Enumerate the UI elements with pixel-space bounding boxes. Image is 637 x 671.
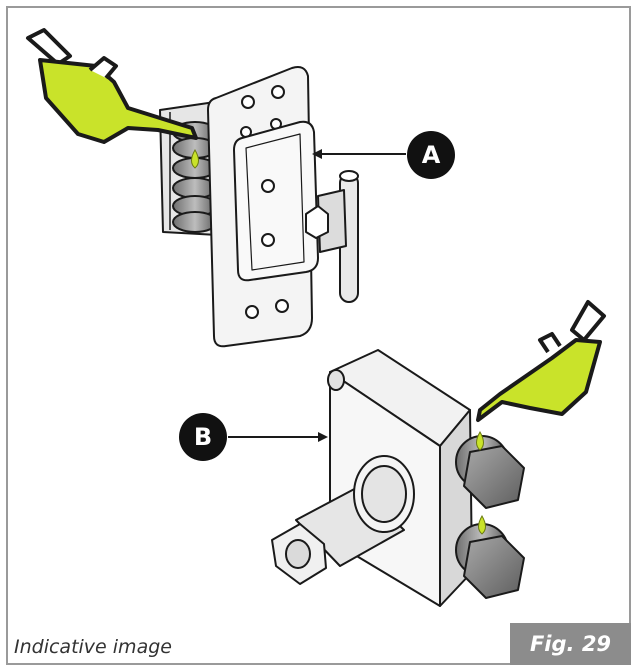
bracket-assembly-b [271,349,525,607]
callout-b-pointer [228,432,328,442]
oil-drop-icon [191,149,199,169]
callout-b: B [179,413,227,461]
oil-can-icon [26,28,198,144]
figure-label: Fig. 29 [529,632,612,656]
callout-b-label: B [194,423,212,451]
callout-a-pointer [312,149,406,159]
caption: Indicative image [14,636,172,658]
callout-a-label: A [422,141,441,169]
hinge-assembly-a [159,66,359,348]
figure-tag-background [510,623,631,665]
oil-drop-icon [478,515,486,535]
callout-a: A [407,131,455,179]
oil-drop-icon [476,431,484,451]
oil-can-icon [476,300,606,422]
